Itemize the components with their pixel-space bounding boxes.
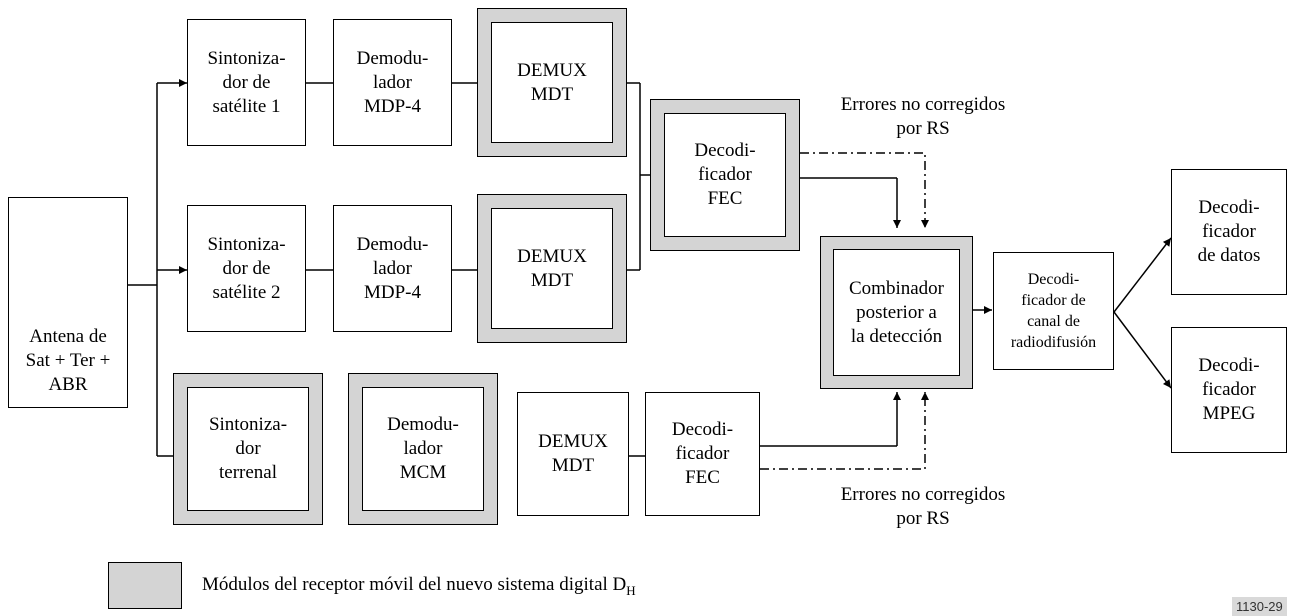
block-label: MDT: [530, 269, 574, 291]
block-label: satélite 2: [212, 281, 281, 303]
block-label: MDP-4: [363, 281, 421, 303]
demux-terrestrial: DEMUX MDT: [517, 392, 629, 516]
uncorrected-errors-label-top: Errores no corregidos por RS: [808, 93, 1038, 141]
demodulator-mcm: Demodu- lador MCM: [348, 373, 498, 525]
demux-sat-2: DEMUX MDT: [477, 194, 627, 343]
block-label: lador: [372, 257, 413, 279]
block-label: posterior a: [856, 301, 937, 323]
block-label: Demodu-: [387, 414, 459, 435]
block-label: Demodu-: [356, 47, 429, 69]
block-label: MDT: [551, 455, 595, 476]
block-label: Decodi-: [1198, 355, 1260, 376]
satellite-tuner-2: Sintoniza- dor de satélite 2: [187, 205, 306, 332]
uncorrected-errors-label-bottom: Errores no corregidos por RS: [808, 483, 1038, 531]
block-label: ficador: [675, 443, 730, 464]
block-label: ficador de: [1021, 292, 1086, 309]
block-label: terrenal: [218, 462, 277, 483]
block-label: la detección: [850, 325, 943, 347]
block-label: Demodu-: [356, 233, 429, 255]
terrestrial-tuner: Sintoniza- dor terrenal: [173, 373, 323, 525]
block-label: MDT: [530, 83, 574, 105]
block-label: Sintoniza-: [208, 414, 288, 435]
data-decoder: Decodi- ficador de datos: [1171, 169, 1287, 295]
demodulator-sat-2: Demodu- lador MDP-4: [333, 205, 452, 332]
legend-subscript: H: [626, 582, 636, 598]
block-label: lador: [403, 438, 443, 459]
block-label: satélite 1: [212, 95, 281, 117]
antenna-label-line-3: ABR: [48, 374, 88, 395]
block-label: lador: [372, 71, 413, 93]
block-label: DEMUX: [538, 431, 608, 452]
block-label: Combinador: [849, 277, 944, 299]
fec-decoder-sat: Decodi- ficador FEC: [650, 99, 800, 251]
block-label: dor de: [222, 71, 271, 93]
block-label: FEC: [707, 188, 743, 209]
broadcast-channel-decoder: Decodi- ficador de canal de radiodifusió…: [993, 252, 1114, 370]
mpeg-decoder: Decodi- ficador MPEG: [1171, 327, 1287, 453]
satellite-tuner-1: Sintoniza- dor de satélite 1: [187, 19, 306, 146]
block-label: Decodi-: [671, 419, 734, 440]
block-label: ficador: [1202, 221, 1256, 242]
post-detection-combiner: Combinador posterior a la detección: [820, 236, 973, 389]
block-label: dor: [235, 438, 261, 459]
block-label: DEMUX: [517, 59, 587, 81]
antenna-label-line-1: Antena de: [29, 326, 107, 347]
block-label: ficador: [698, 164, 752, 185]
block-label: ficador: [1202, 379, 1256, 400]
legend-text: Módulos del receptor móvil del nuevo sis…: [202, 573, 636, 603]
annotation-line: Errores no corregidos: [840, 94, 1006, 115]
block-label: MPEG: [1202, 403, 1256, 424]
block-label: dor de: [222, 257, 271, 279]
demodulator-sat-1: Demodu- lador MDP-4: [333, 19, 452, 146]
block-label: canal de: [1027, 313, 1080, 330]
block-label: Decodi-: [1027, 271, 1080, 288]
block-label: Decodi-: [694, 140, 756, 161]
legend-text-main: Módulos del receptor móvil del nuevo sis…: [202, 574, 627, 595]
block-label: Sintoniza-: [207, 233, 286, 255]
block-label: FEC: [685, 467, 720, 488]
block-label: radiodifusión: [1010, 334, 1097, 351]
block-label: Decodi-: [1198, 197, 1260, 218]
block-label: DEMUX: [517, 245, 587, 267]
antenna-label-line-2: Sat + Ter +: [25, 350, 111, 371]
block-label: MCM: [399, 462, 447, 483]
demux-sat-1: DEMUX MDT: [477, 8, 627, 157]
block-label: de datos: [1197, 245, 1261, 266]
figure-id: 1130-29: [1232, 597, 1287, 616]
block-label: Sintoniza-: [207, 47, 286, 69]
fec-decoder-terrestrial: Decodi- ficador FEC: [645, 392, 760, 516]
annotation-line: por RS: [896, 508, 950, 529]
annotation-line: por RS: [896, 118, 950, 139]
legend-swatch: [108, 562, 182, 609]
antenna-block: Antena de Sat + Ter + ABR: [8, 197, 128, 408]
annotation-line: Errores no corregidos: [840, 484, 1006, 505]
block-label: MDP-4: [363, 95, 421, 117]
